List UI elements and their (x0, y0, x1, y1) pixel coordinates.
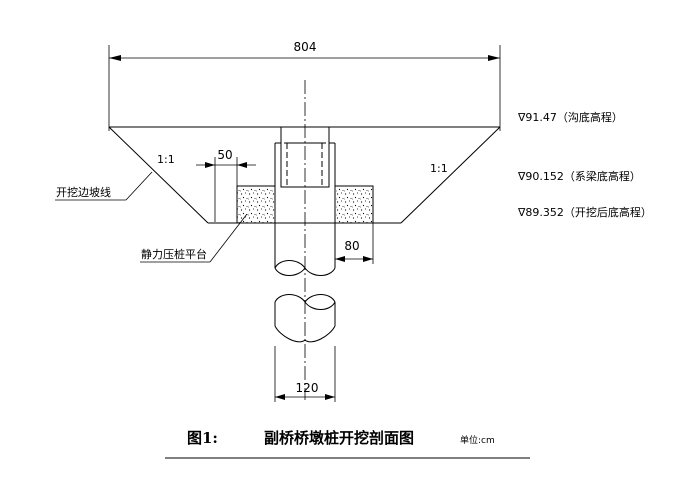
right-slope-ratio: 1:1 (430, 162, 448, 175)
slope-line-label: 开挖边坡线 (56, 185, 111, 199)
elevation-tie-beam-bottom: ∇90.152（系梁底高程） (517, 169, 641, 183)
left-slope-ratio: 1:1 (157, 153, 175, 166)
top-width-dimension: 804 (108, 40, 501, 131)
top-width-label: 804 (294, 40, 317, 54)
excavation-outline (108, 126, 501, 224)
slope-line-leader: 开挖边坡线 (55, 171, 153, 201)
elevation-excavation-bottom: ∇89.352（开挖后底高程） (517, 205, 652, 219)
platform-label: 静力压桩平台 (141, 247, 207, 261)
berm-label: 50 (217, 148, 232, 162)
offset-label: 80 (344, 239, 359, 253)
figure-caption: 图1: 副桥桥墩桩开挖剖面图 单位:cm (165, 429, 530, 459)
figure-unit: 单位:cm (460, 434, 495, 446)
figure-number: 图1: (187, 429, 218, 447)
offset-dimension: 80 (334, 223, 374, 264)
right-pile-platform (334, 185, 374, 224)
left-pile-platform (236, 185, 276, 224)
berm-dimension: 50 (196, 148, 256, 222)
figure-title: 副桥桥墩桩开挖剖面图 (264, 429, 414, 447)
platform-leader: 静力压桩平台 (140, 213, 248, 263)
pile-diameter-dimension: 120 (274, 346, 336, 402)
elevation-ditch-bottom: ∇91.47（沟底高程） (517, 110, 623, 124)
pile-diameter-label: 120 (296, 381, 319, 395)
